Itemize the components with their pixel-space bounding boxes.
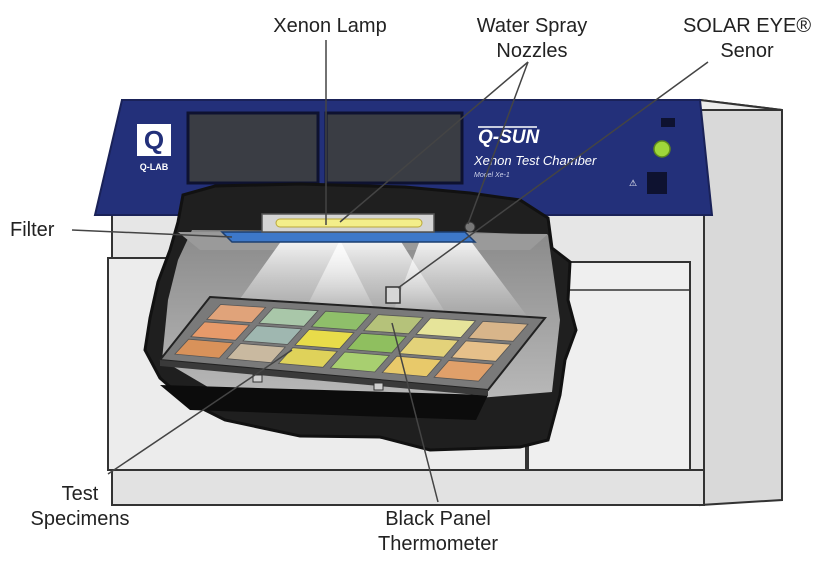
label-black-panel-1: Black Panel [385, 508, 491, 530]
label-solar-eye-1: SOLAR EYE® [683, 15, 811, 37]
spray-nozzle [464, 221, 476, 233]
test-specimen [242, 325, 303, 345]
label-xenon-lamp: Xenon Lamp [273, 15, 386, 37]
test-specimen [294, 329, 355, 350]
test-specimen [362, 314, 424, 335]
brand-subtitle: Xenon Test Chamber [473, 153, 597, 168]
label-black-panel-2: Thermometer [378, 533, 498, 555]
leader-water-spray-1 [339, 61, 529, 223]
xenon-lamp [275, 218, 423, 228]
test-specimen [174, 338, 234, 359]
filter-plate [220, 231, 477, 243]
test-specimen [450, 340, 512, 362]
spray-cone-right [390, 240, 530, 320]
leader-water-spray-2 [467, 61, 529, 225]
base-strip [111, 469, 705, 506]
model-text: Model Xe-1 [474, 172, 510, 179]
test-specimen [190, 321, 251, 341]
q-lab-logo [137, 124, 171, 156]
brand-name: Q-SUN [478, 127, 541, 148]
leader-test-specimens [107, 349, 293, 475]
test-specimen [415, 317, 477, 338]
specimen-tray [158, 295, 547, 420]
test-specimen [277, 347, 339, 368]
status-slot [661, 118, 675, 127]
label-water-spray-1: Water Spray [477, 15, 587, 37]
test-specimen [467, 320, 529, 342]
indicator-light [653, 140, 671, 158]
leader-black-panel [391, 322, 439, 503]
body-side-panel [699, 98, 783, 507]
tray-front-edge [160, 360, 488, 396]
specimen-grid [174, 304, 529, 382]
leader-lines [71, 40, 709, 503]
label-water-spray-2: Nozzles [496, 40, 567, 62]
tray-shadow [160, 385, 488, 420]
left-screen [186, 111, 320, 185]
label-solar-eye-2: Senor [720, 40, 774, 62]
label-test-2: Specimens [31, 508, 130, 530]
test-specimen [206, 304, 267, 324]
test-specimen [258, 307, 319, 327]
leader-solar-eye [397, 61, 709, 289]
labels: Xenon Lamp Water Spray Nozzles SOLAR EYE… [10, 15, 811, 555]
logo-letter: Q [144, 125, 164, 155]
logo-sub: Q-LAB [140, 162, 169, 172]
test-specimen [346, 332, 407, 354]
test-specimen [398, 336, 460, 358]
lamp-assembly [220, 213, 477, 243]
leader-filter [71, 229, 233, 238]
right-screen [324, 111, 464, 185]
solar-eye-sensor [385, 286, 401, 304]
test-specimen [310, 310, 372, 331]
power-switch [647, 172, 667, 194]
warning-icon: ⚠ [629, 178, 637, 188]
test-specimen [225, 343, 287, 364]
test-specimen [329, 351, 391, 373]
label-test-1: Test [62, 483, 99, 505]
tray-clip-left [252, 374, 263, 383]
tray-clip-right [373, 382, 384, 391]
test-specimen [433, 360, 495, 382]
test-specimen [381, 355, 443, 378]
label-filter: Filter [10, 219, 55, 241]
